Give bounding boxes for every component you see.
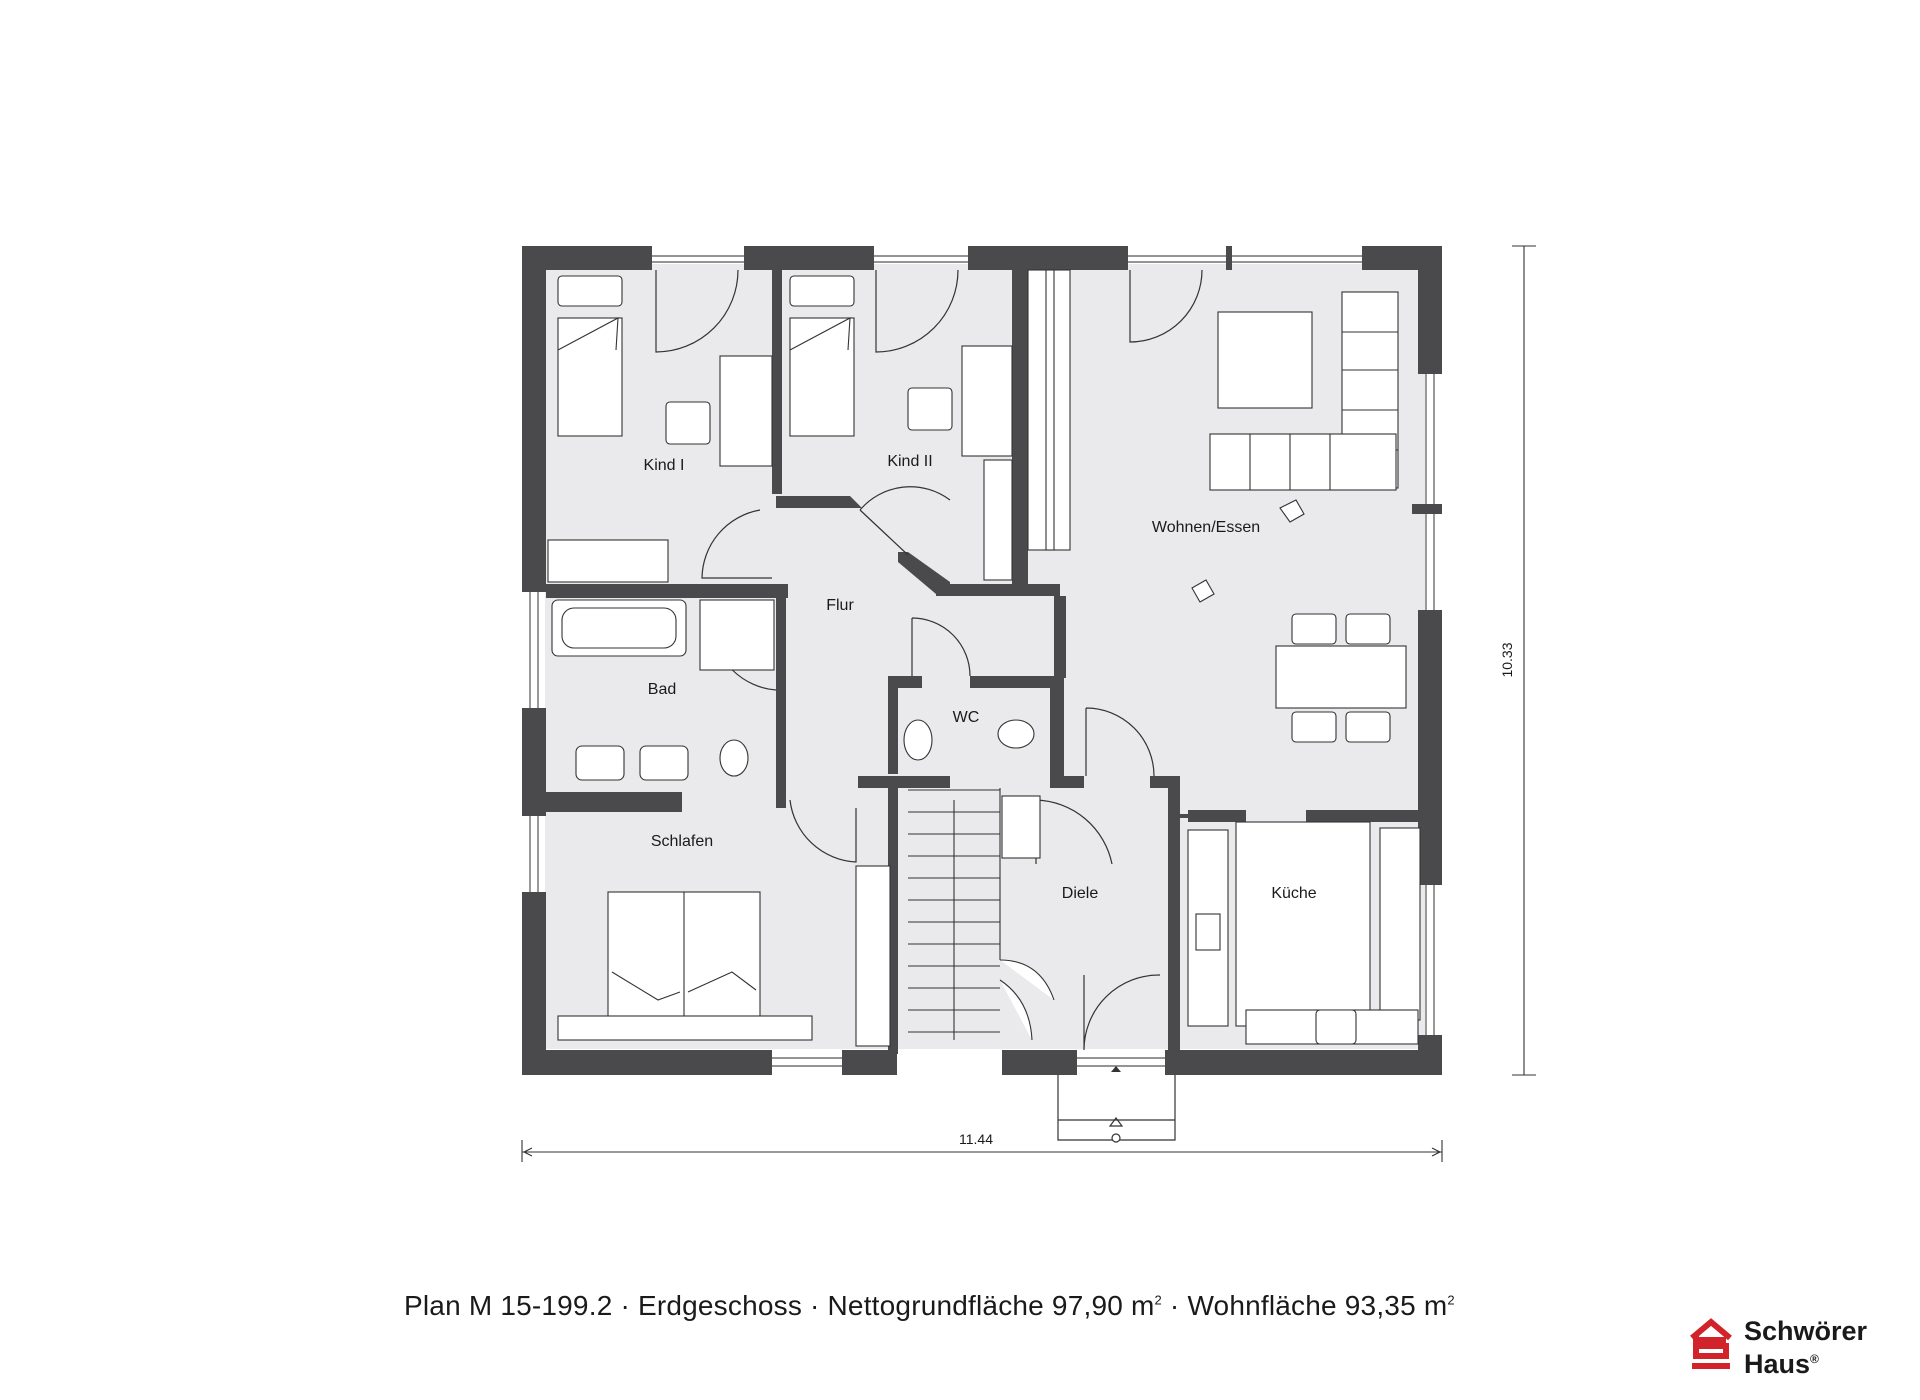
caption-superscript: 2 [1154,1292,1162,1308]
room-label-kueche: Küche [1271,885,1316,902]
room-label-wc: WC [953,709,980,726]
room-label-kind1: Kind I [644,457,685,474]
caption-floor: Erdgeschoss [637,1290,803,1321]
dimension-lines [521,245,1536,1162]
entrance-platform [1057,1066,1176,1143]
brand-logo: Schwörer Haus® [1688,1316,1898,1379]
caption-plan: Plan M 15-199.2 [404,1290,613,1321]
interior-walls [546,264,1426,1054]
doors [655,269,1203,1051]
brand-line-2: Haus [1744,1349,1811,1379]
caption-separator: · [612,1290,638,1321]
room-label-flur: Flur [826,597,854,614]
room-label-wohnen: Wohnen/Essen [1152,519,1260,536]
depth-dimension: 10.33 [1499,642,1515,677]
room-label-bad: Bad [648,681,676,698]
caption-separator: · [802,1290,828,1321]
windows [529,255,1435,1067]
plan-caption: Plan M 15-199.2 · Erdgeschoss · Nettogru… [404,1290,1455,1322]
caption-superscript: 2 [1447,1292,1455,1308]
caption-separator: · [1161,1290,1188,1321]
caption-living-area: Wohnfläche 93,35 m [1187,1290,1448,1321]
furniture [547,269,1421,1047]
room-label-kind2: Kind II [887,453,932,470]
room-label-schlafen: Schlafen [651,833,713,850]
exterior-walls [522,246,1442,1075]
caption-net-area: Nettogrundfläche 97,90 m [827,1290,1155,1321]
brand-line-1: Schwörer [1744,1316,1868,1346]
room-label-diele: Diele [1062,885,1099,902]
width-dimension: 11.44 [959,1131,993,1147]
registered-mark: ® [1810,1352,1819,1366]
brand-mark-icon [1690,1318,1732,1369]
